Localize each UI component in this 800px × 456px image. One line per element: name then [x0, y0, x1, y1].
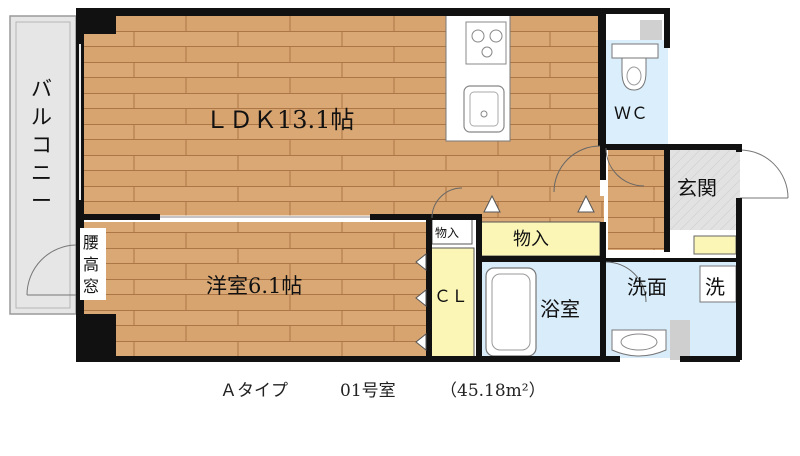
wc-room	[606, 40, 668, 148]
hallway-floor	[608, 150, 668, 250]
window-label: 腰 高 窓	[83, 233, 99, 296]
entrance-door-swing	[739, 149, 789, 199]
balcony-label: バ ル コ ニ ー	[31, 77, 52, 213]
storage-small	[431, 217, 473, 245]
storage-small-label: 物入	[435, 226, 459, 240]
balcony-char: ニ	[31, 161, 52, 185]
window-char: 窓	[83, 277, 99, 296]
western-room-label: 洋室6.1帖	[206, 274, 302, 298]
unit-number: 01号室	[340, 381, 396, 401]
bath-label: 浴室	[540, 297, 580, 321]
ldk-floor	[82, 14, 600, 218]
western-room-floor	[82, 222, 426, 358]
balcony-char: ー	[31, 189, 52, 213]
balcony-char: バ	[31, 77, 52, 101]
closet-label: ＣＬ	[434, 287, 468, 307]
wc-label: ＷＣ	[614, 104, 648, 124]
corner-block-top-right	[640, 20, 662, 40]
gray-column	[670, 320, 690, 360]
floor-plan: ＬＤＫ13.1帖 洋室6.1帖 ＷＣ 玄関 物入 物入 ＣＬ 浴室 洗面 洗 バ…	[9, 8, 789, 362]
balcony-char: コ	[31, 133, 52, 157]
shoe-cabinet	[693, 235, 737, 255]
washroom-label: 洗面	[627, 275, 667, 299]
bathroom	[482, 262, 600, 358]
plan-type: Ａタイプ	[220, 381, 288, 401]
closet-door-triangles	[415, 194, 595, 352]
closet	[429, 247, 475, 359]
window-panel	[80, 228, 106, 300]
sliding-doors	[79, 44, 370, 219]
balcony	[9, 15, 77, 315]
floor-area: （45.18m²）	[440, 381, 546, 401]
window-char: 腰	[83, 233, 99, 252]
ldk-label: ＬＤＫ13.1帖	[205, 106, 354, 134]
washer-label: 洗	[705, 275, 725, 299]
storage-large	[479, 221, 601, 257]
balcony-char: ル	[31, 105, 52, 129]
plan-caption: Ａタイプ 01号室 （45.18m²）	[0, 376, 800, 456]
storage-large-label: 物入	[513, 229, 549, 250]
entrance-label: 玄関	[677, 176, 717, 200]
window-char: 高	[83, 255, 99, 274]
entrance-floor	[670, 150, 740, 230]
kitchen-counter	[445, 14, 511, 142]
door-swings	[431, 145, 647, 303]
